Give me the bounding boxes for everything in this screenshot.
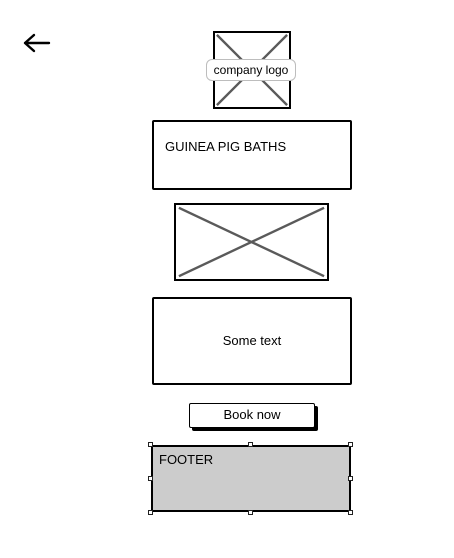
footer: FOOTER <box>151 445 351 512</box>
selection-handle[interactable] <box>348 510 353 515</box>
back-arrow-icon[interactable] <box>20 28 54 58</box>
hero-image-placeholder <box>174 203 329 281</box>
company-logo-label: company logo <box>206 59 296 81</box>
image-placeholder-icon <box>178 206 325 278</box>
selection-handle[interactable] <box>348 476 353 481</box>
page-title-box: GUINEA PIG BATHS <box>152 120 352 190</box>
book-now-button[interactable]: Book now <box>189 403 315 428</box>
selection-handle[interactable] <box>348 442 353 447</box>
selection-handle[interactable] <box>248 442 253 447</box>
page-title: GUINEA PIG BATHS <box>165 139 287 154</box>
selection-handle[interactable] <box>248 510 253 515</box>
footer-label: FOOTER <box>159 452 214 467</box>
selection-handle[interactable] <box>148 510 153 515</box>
body-text-box: Some text <box>152 297 352 385</box>
selection-handle[interactable] <box>148 442 153 447</box>
arrow-left-icon <box>23 33 51 53</box>
selection-handle[interactable] <box>148 476 153 481</box>
body-text: Some text <box>222 333 282 348</box>
